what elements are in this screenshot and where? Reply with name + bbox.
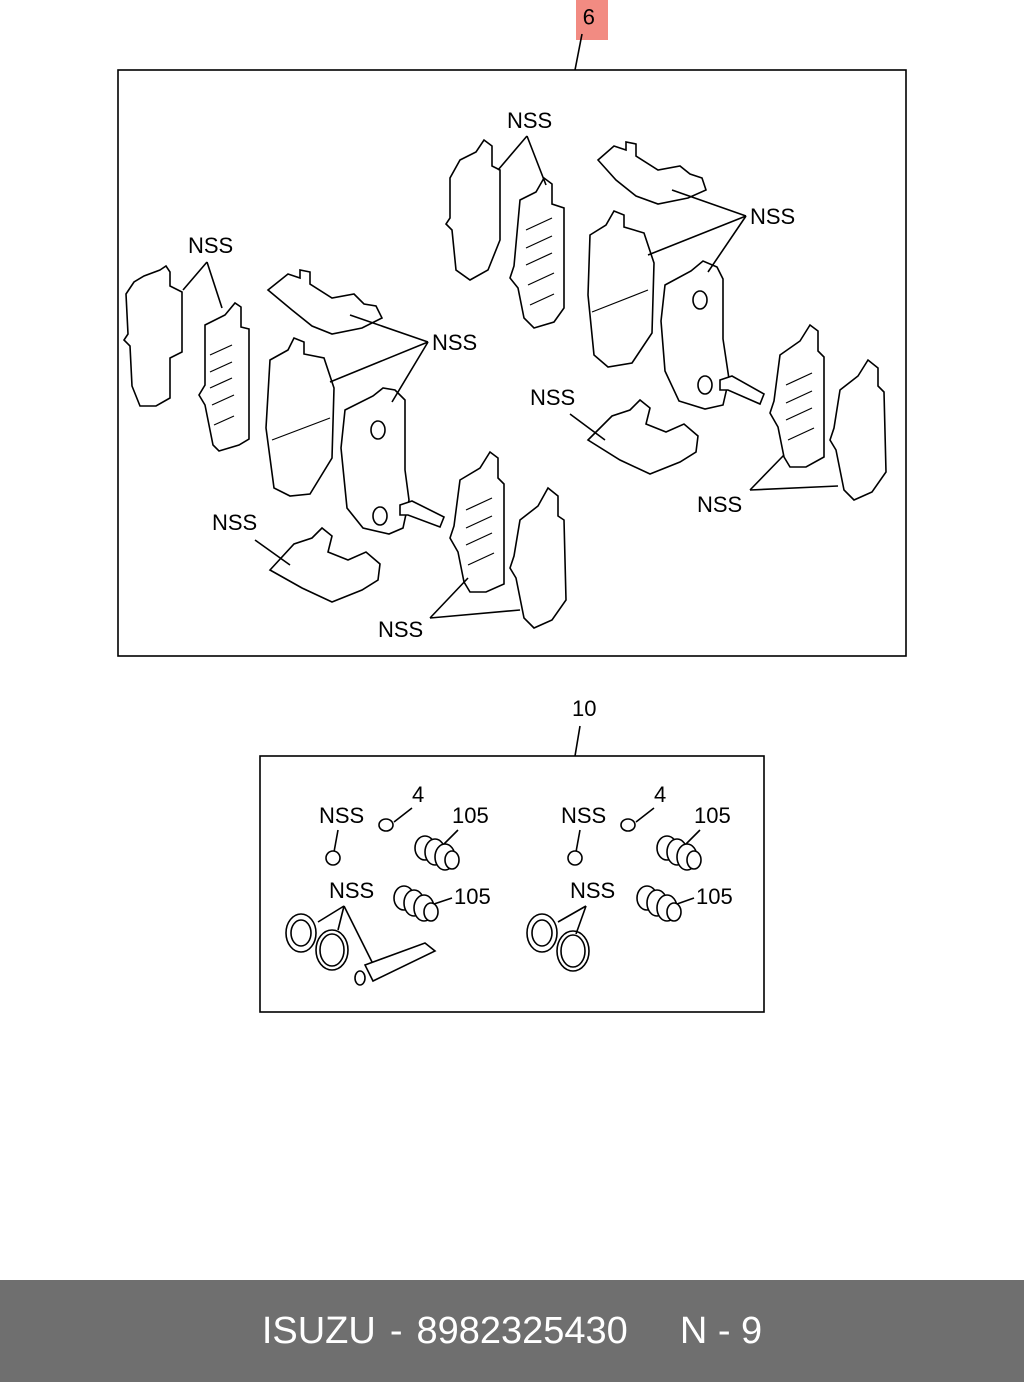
right-bushing-4: [620, 818, 636, 832]
callout-9-label: 9: [583, 4, 595, 29]
left-pad-hole-b: [372, 506, 388, 526]
right-brake-pad-inner-groove: [591, 289, 649, 313]
right-piston-seal: [526, 913, 558, 953]
nss-label-5: NSS: [497, 108, 552, 186]
parts-diagram: 9: [117, 0, 907, 1013]
nss-label-2-text: NSS: [432, 330, 477, 355]
left-guide-pin: [399, 500, 446, 529]
right-lower-slotted-shim-slots: [785, 372, 815, 441]
left-slotted-shim: [198, 301, 250, 452]
right-clip-upper: [596, 141, 707, 205]
left-piston-seal: [285, 913, 317, 953]
left-outer-shim: [122, 264, 183, 407]
nss-label-6-text: NSS: [750, 204, 795, 229]
right-guide-pin: [719, 375, 766, 406]
nss-label-1: NSS: [182, 233, 233, 309]
right-boot-105-b: [636, 885, 682, 922]
left-boot-105-b: [393, 885, 439, 922]
grease-tube: [354, 942, 437, 986]
right-clip-lower: [586, 398, 699, 475]
left-brake-pad-outer: [340, 387, 410, 535]
right-bushing-small: [567, 850, 583, 866]
left-clip-lower: [268, 526, 381, 603]
nss-label-6: NSS: [647, 189, 795, 273]
left-brake-pad-inner: [265, 336, 335, 497]
left-ref-105-b: 105: [454, 884, 491, 909]
callout-10-label: 10: [572, 696, 596, 721]
left-lower-slotted-shim: [449, 450, 505, 593]
right-ref-4: 4: [654, 782, 666, 807]
left-boot-105-a: [414, 835, 460, 871]
left-dust-seal: [315, 929, 349, 971]
callout-9-leader: [574, 33, 583, 71]
left-seal-group: NSS 4 105 NSS 105: [285, 782, 491, 986]
right-seal-group: NSS 4 105 NSS 105: [526, 782, 733, 972]
footer-part-number: 8982325430: [416, 1309, 628, 1352]
upper-kit-frame: [117, 69, 907, 657]
right-ref-105-a: 105: [694, 803, 731, 828]
right-brake-pad-inner: [587, 209, 655, 368]
right-lower-slotted-shim: [769, 323, 825, 468]
right-pad-hole-a: [692, 290, 708, 310]
footer-brand: ISUZU: [261, 1309, 376, 1352]
right-lower-outer-shim: [829, 358, 887, 501]
left-bushing-small: [325, 850, 341, 866]
right-nss-b: NSS: [570, 878, 615, 903]
left-bushing-4: [378, 818, 394, 832]
left-lower-outer-shim: [509, 486, 567, 629]
nss-label-4-text: NSS: [378, 617, 423, 642]
right-slotted-shim-slots: [525, 217, 555, 306]
right-brake-pad-outer: [660, 260, 730, 410]
callout-9-highlight: [576, 0, 608, 40]
left-nss-a: NSS: [319, 803, 364, 828]
left-lower-slotted-shim-slots: [465, 497, 495, 566]
right-pad-hole-b: [697, 375, 713, 395]
left-pad-hole-a: [370, 420, 386, 440]
left-slotted-shim-slots: [209, 344, 235, 426]
nss-label-3: NSS: [212, 510, 291, 566]
nss-label-2: NSS: [329, 314, 477, 403]
footer-page-ref: N - 9: [679, 1309, 763, 1352]
left-ref-105-a: 105: [452, 803, 489, 828]
nss-label-7: NSS: [530, 385, 606, 441]
left-ref-4: 4: [412, 782, 424, 807]
right-boot-105-a: [656, 835, 702, 871]
nss-label-7-text: NSS: [530, 385, 575, 410]
right-ref-105-b: 105: [696, 884, 733, 909]
right-dust-seal: [556, 930, 590, 972]
nss-label-3-text: NSS: [212, 510, 257, 535]
left-brake-pad-inner-groove: [271, 417, 331, 441]
nss-label-8-text: NSS: [697, 492, 742, 517]
footer-separator: -: [389, 1309, 403, 1352]
right-nss-a: NSS: [561, 803, 606, 828]
nss-label-4: NSS: [378, 577, 521, 642]
callout-10-leader: [574, 725, 581, 757]
nss-label-5-text: NSS: [507, 108, 552, 133]
nss-label-1-text: NSS: [188, 233, 233, 258]
left-nss-b: NSS: [329, 878, 374, 903]
footer-bar: ISUZU - 8982325430 N - 9: [0, 1280, 1024, 1382]
lower-kit-frame: [259, 755, 765, 1013]
right-slotted-shim: [509, 176, 565, 329]
right-outer-shim: [444, 138, 501, 281]
nss-label-8: NSS: [697, 454, 839, 517]
left-clip-upper: [266, 269, 384, 335]
